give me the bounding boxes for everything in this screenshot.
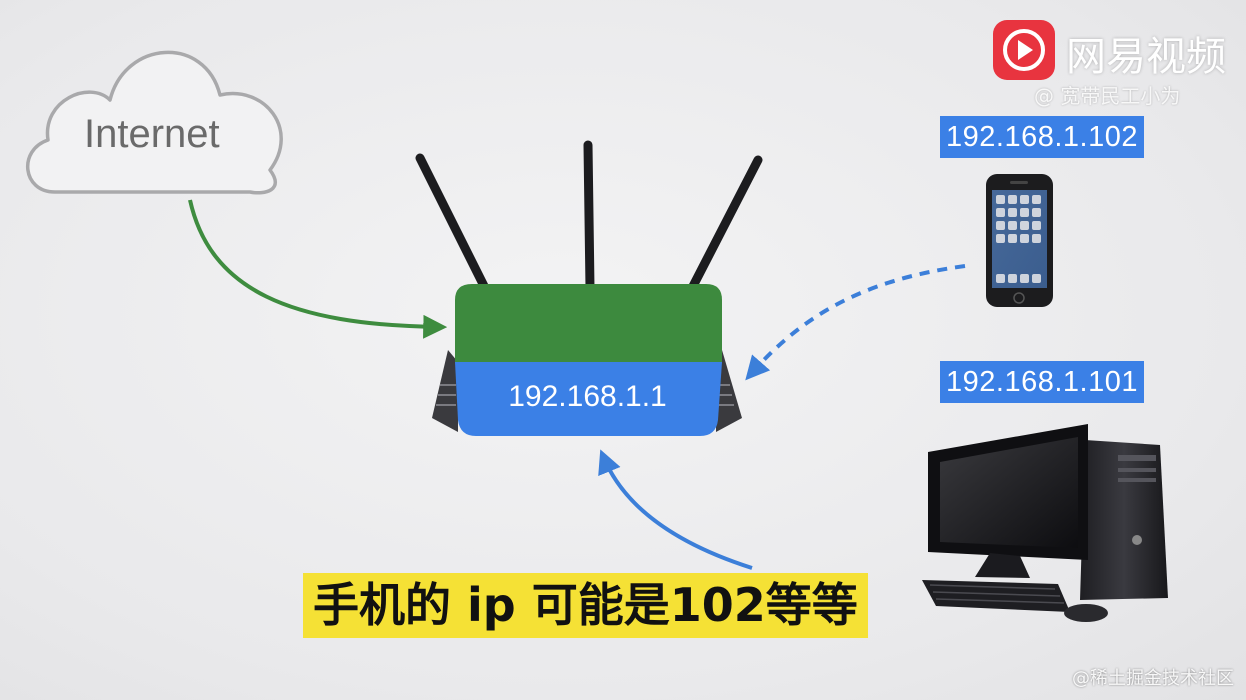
pc-ip-label: 192.168.1.101 xyxy=(940,361,1144,403)
wan-arrow xyxy=(188,199,448,339)
subtitle-caption: 手机的 ip 可能是102等等 xyxy=(303,573,868,638)
lan-arrow xyxy=(598,449,753,570)
netease-video-logo-icon xyxy=(993,20,1055,80)
cloud-icon xyxy=(25,50,283,195)
phone-ip-label: 192.168.1.102 xyxy=(940,116,1144,158)
author-watermark: @ 宽带民工小为 xyxy=(1034,84,1181,108)
desktop-pc-icon xyxy=(922,424,1168,622)
router-ip-label: 192.168.1.1 xyxy=(508,380,667,413)
brand-watermark: 网易视频 xyxy=(1066,34,1226,80)
corner-watermark: @稀土掘金技术社区 xyxy=(1072,668,1234,689)
wifi-arrow xyxy=(745,264,966,381)
cloud-label: Internet xyxy=(84,112,220,156)
router-icon xyxy=(415,140,763,436)
phone-icon xyxy=(986,174,1053,307)
